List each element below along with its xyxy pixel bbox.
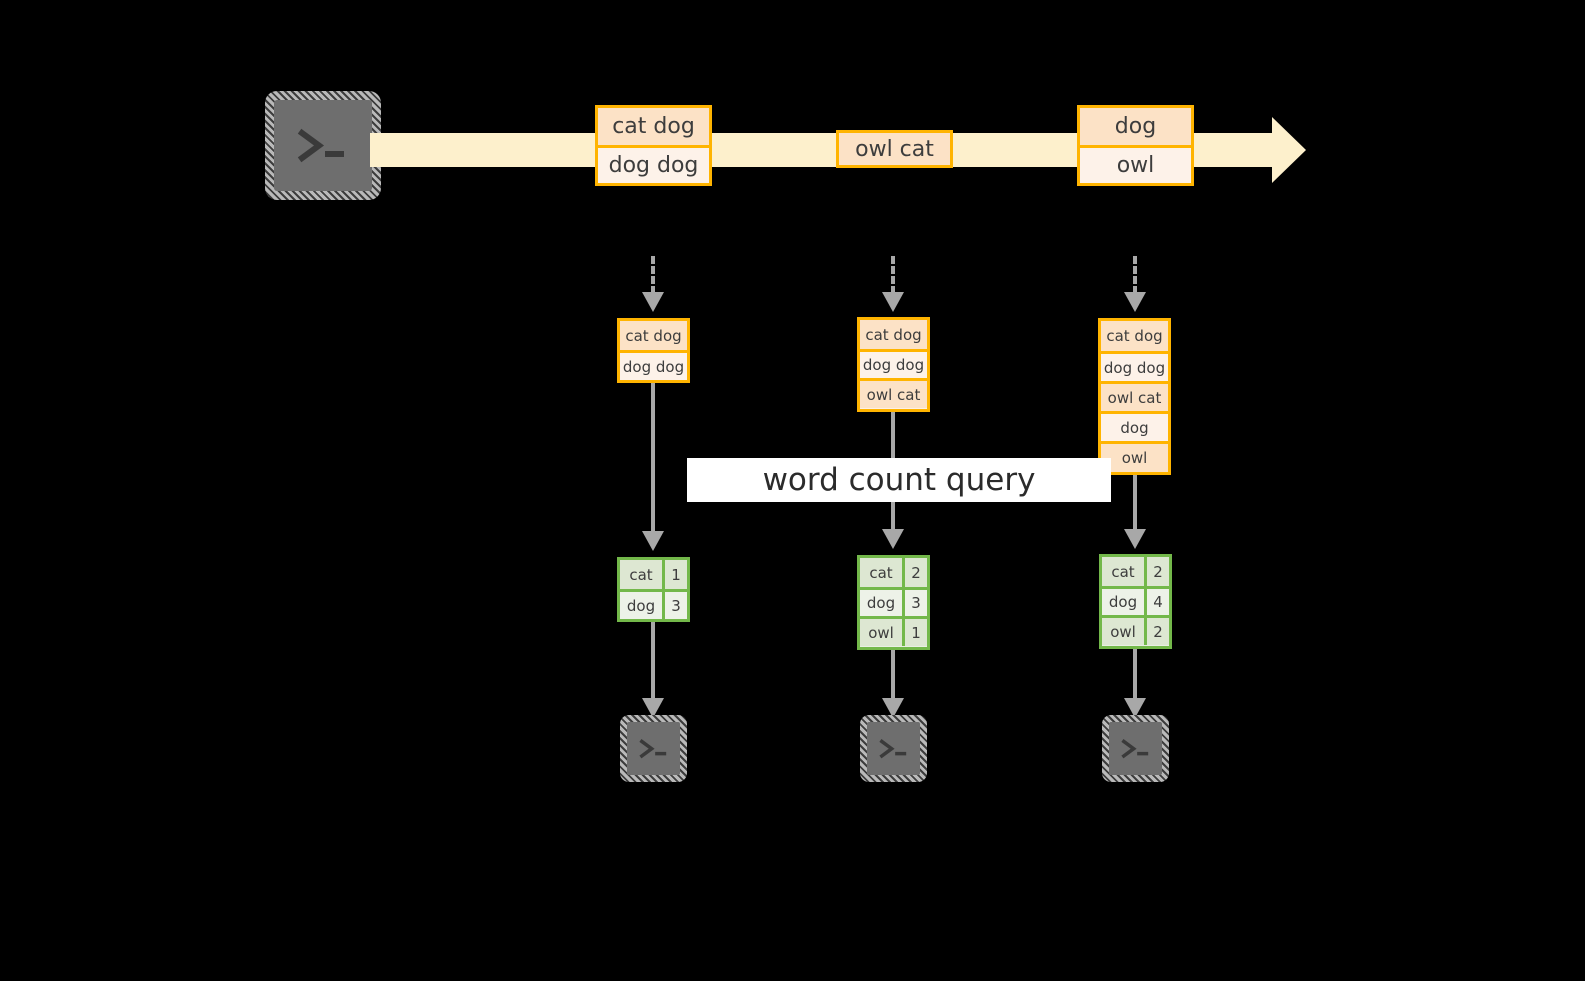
snapshot-2-input-arrowhead	[882, 292, 904, 312]
snapshot-3-result-word-1: dog	[1102, 589, 1147, 615]
table-row: dog 4	[1102, 586, 1169, 615]
terminal-prompt-glyph	[867, 722, 920, 775]
terminal-prompt-glyph	[1109, 722, 1162, 775]
stream-band-arrowhead	[1272, 117, 1306, 183]
snapshot-1-result-word-1: dog	[620, 592, 665, 619]
stream-event-1-row-0: cat dog	[598, 108, 709, 145]
snapshot-3-input-table: cat dog dog dog owl cat dog owl	[1098, 318, 1171, 475]
snapshot-2-input-row-1: dog dog	[860, 349, 927, 378]
snapshot-3-sink-terminal-icon	[1102, 715, 1169, 782]
snapshot-2-result-arrowhead	[882, 529, 904, 549]
snapshot-2-result-count-1: 3	[905, 590, 927, 616]
table-row: dog 3	[620, 589, 687, 619]
stream-event-3: dog owl	[1077, 105, 1194, 186]
stream-event-2: owl cat	[836, 130, 953, 168]
snapshot-2-input-row-0: cat dog	[860, 320, 927, 349]
snapshot-1-result-count-1: 3	[665, 592, 687, 619]
table-row: dog 3	[860, 587, 927, 616]
snapshot-1-query-connector	[651, 383, 655, 533]
snapshot-3-dashed-connector	[1133, 256, 1137, 294]
snapshot-3-input-row-1: dog dog	[1101, 351, 1168, 381]
snapshot-3-sink-connector	[1133, 649, 1137, 700]
snapshot-2-input-table: cat dog dog dog owl cat	[857, 317, 930, 412]
snapshot-3-sink-arrowhead	[1124, 698, 1146, 718]
snapshot-1-result-count-0: 1	[665, 560, 687, 589]
snapshot-3-result-count-2: 2	[1147, 618, 1169, 645]
stream-event-3-row-1: owl	[1080, 145, 1191, 183]
snapshot-3-result-count-0: 2	[1147, 557, 1169, 586]
snapshot-1-sink-terminal-icon	[620, 715, 687, 782]
snapshot-1-result-arrowhead	[642, 531, 664, 551]
snapshot-2-result-word-1: dog	[860, 590, 905, 616]
snapshot-3-input-row-3: dog	[1101, 411, 1168, 441]
snapshot-3-input-arrowhead	[1124, 292, 1146, 312]
stream-event-1-row-1: dog dog	[598, 145, 709, 183]
terminal-prompt-glyph	[274, 100, 372, 191]
table-row: owl 1	[860, 616, 927, 646]
snapshot-1-dashed-connector	[651, 256, 655, 294]
snapshot-3-result-count-1: 4	[1147, 589, 1169, 615]
snapshot-2-input-row-2: owl cat	[860, 378, 927, 408]
snapshot-1-result-table: cat 1 dog 3	[617, 557, 690, 622]
snapshot-3-query-connector	[1133, 475, 1137, 531]
snapshot-2-sink-connector	[891, 650, 895, 700]
snapshot-3-input-row-2: owl cat	[1101, 381, 1168, 411]
snapshot-2-dashed-connector	[891, 256, 895, 294]
snapshot-3-result-arrowhead	[1124, 529, 1146, 549]
snapshot-1-input-row-0: cat dog	[620, 321, 687, 350]
snapshot-1-input-table: cat dog dog dog	[617, 318, 690, 383]
snapshot-1-result-word-0: cat	[620, 560, 665, 589]
snapshot-3-input-row-0: cat dog	[1101, 321, 1168, 351]
snapshot-1-sink-arrowhead	[642, 698, 664, 718]
table-row: cat 2	[1102, 557, 1169, 586]
snapshot-2-result-count-2: 1	[905, 619, 927, 646]
snapshot-3-result-word-2: owl	[1102, 618, 1147, 645]
terminal-prompt-glyph	[627, 722, 680, 775]
snapshot-1-input-row-1: dog dog	[620, 350, 687, 380]
stream-event-1: cat dog dog dog	[595, 105, 712, 186]
stream-event-3-row-0: dog	[1080, 108, 1191, 145]
snapshot-1-sink-connector	[651, 622, 655, 700]
snapshot-2-result-word-0: cat	[860, 558, 905, 587]
snapshot-2-sink-arrowhead	[882, 698, 904, 718]
snapshot-3-result-word-0: cat	[1102, 557, 1147, 586]
snapshot-1-input-arrowhead	[642, 292, 664, 312]
table-row: cat 2	[860, 558, 927, 587]
snapshot-2-result-word-2: owl	[860, 619, 905, 646]
snapshot-2-result-table: cat 2 dog 3 owl 1	[857, 555, 930, 650]
stream-source-terminal-icon	[265, 91, 381, 200]
snapshot-2-sink-terminal-icon	[860, 715, 927, 782]
query-label: word count query	[687, 458, 1111, 502]
snapshot-3-result-table: cat 2 dog 4 owl 2	[1099, 554, 1172, 649]
table-row: owl 2	[1102, 615, 1169, 645]
snapshot-2-result-count-0: 2	[905, 558, 927, 587]
snapshot-3-input-row-4: owl	[1101, 441, 1168, 472]
table-row: cat 1	[620, 560, 687, 589]
